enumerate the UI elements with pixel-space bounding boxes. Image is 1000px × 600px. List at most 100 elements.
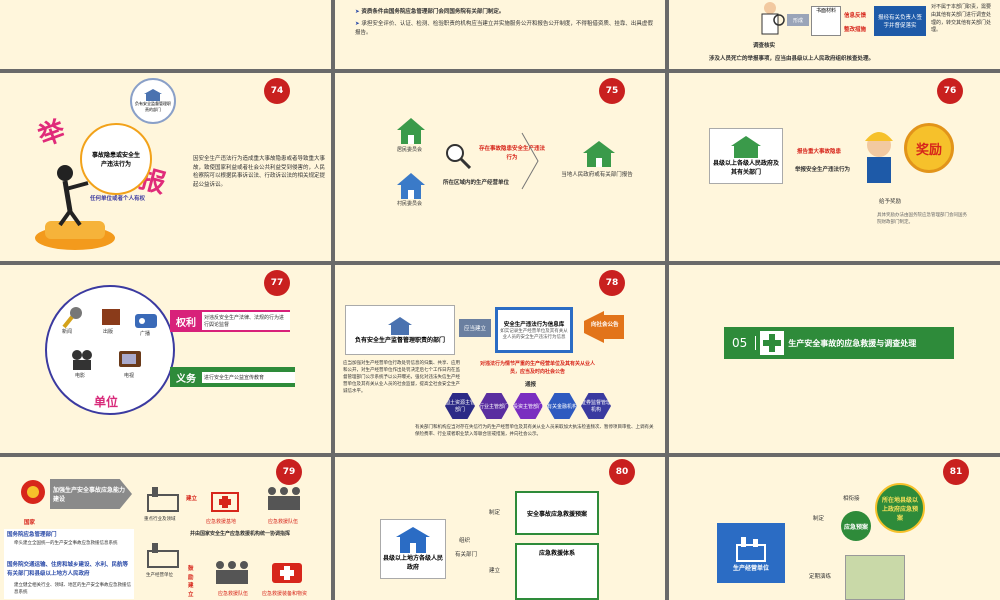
agency-hexes: 国土资源主管部门 行业主管部门 投资主管部门 有关金融机构 证券监督管理机构: [445, 393, 611, 419]
plan-box: 安全事故应急救援预案: [515, 491, 599, 535]
report-label: 当地人民政府或有关部门报告: [561, 172, 633, 178]
team-label: 应急救援队伍: [268, 519, 299, 525]
gov-box: 县级以上地方各级人民政府: [380, 519, 446, 579]
slide-77: 77 新闻 出版 广播 电影 电视 单位 权利 对违反安全生产法律、法规的行为进…: [0, 265, 331, 453]
microphone-icon: [62, 307, 82, 329]
form-arrow: 形成: [787, 14, 809, 26]
bullet-2: ➤ 承担安全评价、认证、检测、检验职责的机构应当建立并实施服务公开和报告公开制度…: [355, 21, 653, 36]
dept-house-icon: [388, 316, 412, 335]
tv-icon: [119, 351, 141, 367]
duty-banner: 义务 进行安全生产公益宣传教育: [170, 367, 295, 387]
award-medal-icon: 奖励: [904, 123, 954, 173]
first-aid-kit-icon: [272, 563, 302, 583]
bullet-1: ➤ 资质条件由国务院应急管理部门会同国务院有关部门制定。: [355, 9, 505, 15]
house-icon: [397, 118, 425, 144]
team-icon-2: [216, 561, 248, 584]
report-hazard-label: 报告重大事故隐患: [797, 149, 842, 155]
notify-label: 通报: [525, 382, 537, 388]
units-label: 单位: [94, 395, 119, 409]
drill-photo: [845, 555, 905, 600]
gov-house-icon: [583, 141, 615, 167]
strengthen-arrow: 加强生产安全事故应急能力建设: [50, 479, 132, 509]
subtitle: 任何单位或者个人有权: [90, 196, 146, 202]
loudspeaker-icon: [584, 311, 624, 343]
label-residents: 居民委员会: [397, 147, 423, 153]
slide-76: 76 县级以上各级人民政府及其有关部门 报告重大事故隐患 举报安全生产违法行为 …: [669, 73, 1000, 261]
hex-land: 国土资源主管部门: [445, 393, 475, 419]
link-label: 相衔接: [843, 496, 860, 502]
build-label: 建立: [489, 568, 501, 574]
worker-icon: [865, 132, 893, 183]
build-label: 建立: [186, 496, 198, 502]
slide-number: 80: [609, 459, 635, 485]
right-text: 对不属于本部门职责，需要由其他有关部门进行调查处理的，转交其他有关部门处理。: [931, 4, 992, 34]
factory-icon-2: [147, 543, 179, 568]
gov-building-icon: [731, 136, 761, 158]
national-emblem-icon: [21, 480, 45, 504]
joint-command-label: 并由国家安全生产应急救援机构统一协调指挥: [190, 531, 291, 537]
plan-circle: 应急预案: [841, 511, 871, 541]
notice-text: 对违法行为情节严重的生产经营单位及其有关从业人员，应当及时向社会公告: [480, 361, 596, 375]
hex-industry: 行业主管部门: [479, 393, 509, 419]
megaphone-figure-icon: [35, 165, 115, 250]
film-camera-icon: [72, 350, 92, 370]
media-publish: 出版: [103, 329, 114, 335]
report-violation-label: 举报安全生产违法行为: [795, 167, 851, 173]
media-news: 新闻: [62, 329, 73, 335]
slide-81: 81 生产经营单位 制定 相衔接 应急预案 所在地县级以上政府应急预案 定期演练: [669, 457, 1000, 600]
doc-box: 书面材料: [811, 6, 841, 36]
slide-number: 81: [943, 459, 969, 485]
award-caption: 给予奖励: [879, 199, 902, 205]
country-label: 国家: [24, 520, 36, 526]
info-panel: 国务院应急管理部门 牵头建立全国统一的生产安全事故应急救援信息系统 国务院交通运…: [4, 529, 134, 599]
media-circle: [45, 285, 175, 415]
plant-icon: [736, 536, 766, 562]
books-icon: [102, 309, 120, 325]
gov-box: 县级以上各级人民政府及其有关部门: [709, 128, 783, 184]
section-title: 生产安全事故的应急救援与调查处理: [788, 338, 917, 348]
area-label: 所在区域内的生产经营单位: [443, 180, 510, 186]
slide-79: 79 国家 加强生产安全事故应急能力建设 国务院应急管理部门 牵头建立全国统一的…: [0, 457, 331, 600]
dept-label: 有关部门: [455, 552, 478, 558]
village-icon: [397, 173, 425, 199]
team-icon: [268, 487, 300, 510]
footer-text: 有关部门和机构应当对存在失信行为的生产经营单位及其有关从业人员采取加大执法检查频…: [415, 425, 654, 437]
section-banner: 05 生产安全事故的应急救援与调查处理: [724, 327, 954, 359]
team2-label: 应急救援队伍: [218, 591, 249, 597]
database-monitor: 安全生产违法行为信息库 如实记录生产经营单位及其有关从业人员的安全生产违法行为信…: [495, 307, 573, 353]
slide-top-right-partial: 形成 书面材料 信息反馈 整改措施 报经有关负责人签字并督促落实 对不属于本部门…: [669, 0, 1000, 69]
encourage-label: 鼓励建立: [188, 566, 194, 598]
hex-securities: 证券监督管理机构: [581, 393, 611, 419]
gov-plan-circle: 所在地县级以上政府应急预案: [875, 483, 925, 533]
section-number: 05: [724, 336, 757, 350]
announce-label: 向社会公告: [591, 322, 619, 328]
slide-number: 77: [264, 270, 290, 296]
slide-number: 78: [599, 270, 625, 296]
magnifier-icon: [446, 144, 471, 169]
award-note: 具体奖励办法由国务院应急管理部门会同国务院财政部门制定。: [877, 213, 967, 225]
slide-number: 76: [937, 78, 963, 104]
base-label: 应急救援基地: [206, 519, 237, 525]
equipment-label: 应急救援装备和物资: [262, 591, 308, 597]
hex-finance: 有关金融机构: [547, 393, 577, 419]
arrow-bracket-icon: [521, 132, 539, 190]
sites-label: 重点行业及领域: [144, 517, 176, 522]
slide-78: 78 负有安全生产监督管理职责的部门 应当建立 安全生产违法行为信息库 如实记录…: [335, 265, 665, 453]
hospital-icon: [211, 492, 239, 512]
slide-number: 75: [599, 78, 625, 104]
slide-73-partial: ➤ 资质条件由国务院应急管理部门会同国务院有关部门制定。 ➤ 承担安全评价、认证…: [335, 0, 665, 69]
make-label: 制定: [813, 516, 825, 522]
rights-banner: 权利 对违反安全生产法律、法规的行为进行舆论监督: [170, 310, 290, 332]
producer-label: 生产经营单位: [146, 573, 173, 578]
slide-75: 75 居民委员会 村民委员会 存在事故隐患安全生产违法行为 所在区域内的生产经营…: [335, 73, 665, 261]
building-icon: [144, 89, 162, 101]
plus-icon: [760, 331, 785, 355]
radio-icon: [135, 314, 157, 328]
drill-label: 定期演练: [809, 574, 832, 580]
dept-box: 负有安全生产监督管理职责的部门: [345, 305, 455, 355]
media-tv: 电视: [124, 373, 135, 379]
hex-invest: 投资主管部门: [513, 393, 543, 419]
system-box: 应急救援体系: [515, 543, 599, 600]
footer-text: 涉及人员死亡的举报事项，应当由县级以上人民政府组织核查处理。: [709, 56, 875, 62]
hazard-label: 存在事故隐患安全生产违法行为: [478, 146, 545, 161]
